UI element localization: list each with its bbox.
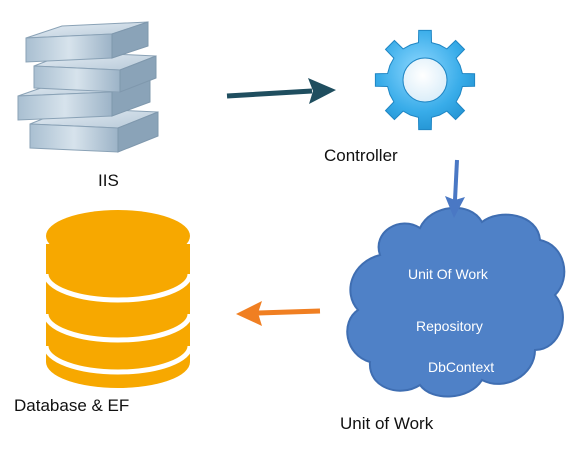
arrow-iis-to-controller [226,78,336,104]
controller-label: Controller [324,146,398,165]
iis-label: IIS [98,171,119,190]
arrow-unit-of-work-to-database [236,301,321,326]
database-icon [43,210,193,388]
cloud-item-repository: Repository [416,318,483,334]
database-label: Database & EF [14,396,130,415]
gear-icon [374,29,476,131]
unit-of-work-label: Unit of Work [340,414,434,433]
cloud-item-dbcontext: DbContext [428,359,495,375]
arrow-controller-to-unit-of-work [445,159,465,218]
iis-server-icon [17,21,159,153]
cloud-icon [346,206,566,398]
cloud-item-unit-of-work: Unit Of Work [408,266,488,282]
